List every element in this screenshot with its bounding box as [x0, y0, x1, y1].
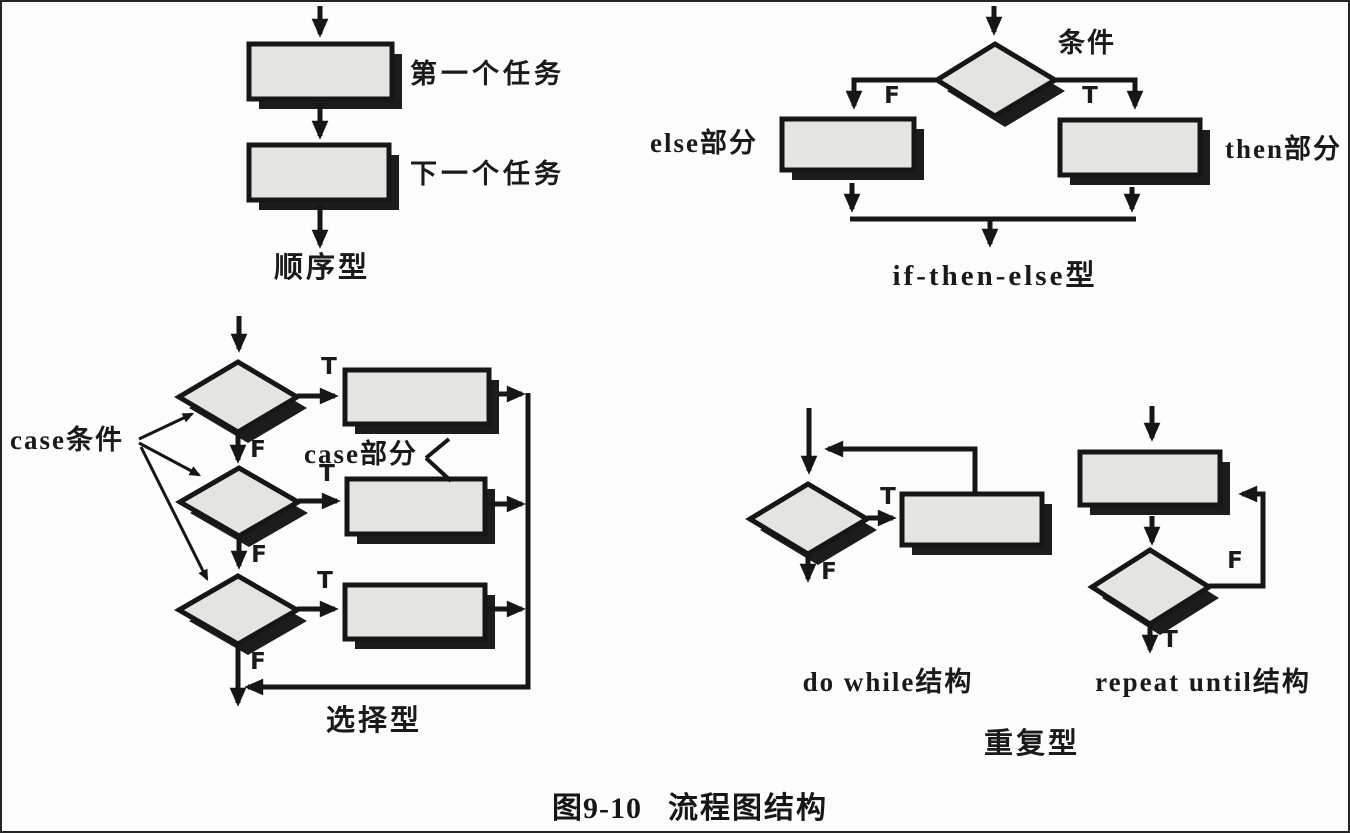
ru-label: repeat until结构: [1095, 667, 1311, 697]
dw-true-label: T: [880, 484, 896, 510]
case-part-pointer-lower: [424, 456, 453, 483]
case-box3: [342, 582, 488, 642]
case-false-label-1: F: [250, 437, 266, 463]
seq-next-task-label: 下一个任务: [410, 159, 565, 189]
case-condition-pointer-3: [139, 446, 209, 582]
repetition-section-label: 重复型: [983, 728, 1081, 760]
ite-then-box: [1057, 117, 1203, 178]
ru-false-label: F: [1227, 548, 1243, 574]
ru-false-loop-arrow: [1209, 485, 1266, 589]
dw-label: do while结构: [802, 667, 974, 697]
case-structure: [138, 316, 531, 707]
seq-first-task-label: 第一个任务: [410, 59, 565, 89]
do-while-structure: [745, 408, 1052, 583]
ite-false-branch-arrow: [845, 77, 937, 110]
case-part-pointer-upper: [424, 437, 451, 460]
figure-caption-number: 图9-10: [552, 792, 642, 825]
ite-then-label: then部分: [1225, 134, 1343, 164]
case-false-label-3: F: [250, 649, 266, 675]
dw-loopback-arrow: [824, 440, 978, 493]
case-section-label: 选择型: [325, 705, 423, 737]
case-condition-label: case条件: [10, 425, 124, 455]
case-box1: [342, 367, 492, 427]
ite-false-label: F: [884, 83, 900, 109]
case-condition-pointer-1: [138, 412, 195, 441]
repeat-until-structure: [1077, 406, 1266, 654]
ite-else-label: else部分: [650, 128, 758, 158]
dw-false-label: F: [821, 559, 837, 585]
case-false-label-2: F: [251, 542, 267, 568]
ite-condition-label: 条件: [1058, 28, 1116, 58]
seq-task2-box: [246, 142, 392, 203]
ite-condition-diamond: [932, 41, 1060, 119]
ite-section-label: if-then-else型: [892, 260, 1098, 292]
ite-else-box: [779, 116, 917, 173]
figure-caption-title: 流程图结构: [668, 792, 828, 825]
ru-true-label: T: [1162, 627, 1178, 653]
case-condition-pointer-2: [138, 441, 202, 477]
ru-body-box: [1077, 449, 1223, 508]
case-part-label: case部分: [304, 439, 418, 469]
figure-caption: 图9-10 流程图结构: [552, 783, 828, 827]
sequence-structure: [246, 6, 402, 249]
ite-true-label: T: [1082, 83, 1098, 109]
dw-body-box: [899, 491, 1045, 548]
case-box2: [344, 476, 488, 537]
case-true-label-1: T: [321, 354, 337, 380]
seq-section-label: 顺序型: [273, 252, 371, 284]
case-collector-rail: [244, 393, 531, 696]
case-true-label-3: T: [317, 568, 333, 594]
case-true-label-2: T: [319, 461, 335, 487]
ite-true-branch-arrow: [1055, 77, 1144, 110]
if-then-else-structure: [779, 6, 1210, 248]
seq-task1-box: [246, 41, 395, 102]
